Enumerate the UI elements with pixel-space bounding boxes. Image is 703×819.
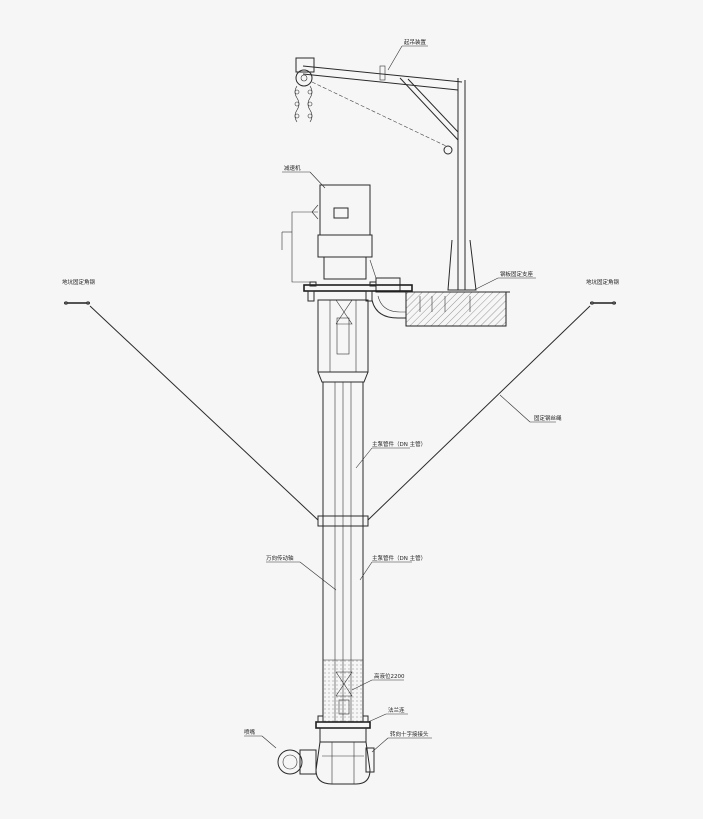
upper-housing — [317, 299, 369, 383]
label-support-base: 钢板固定支座 — [500, 270, 534, 278]
label-ground-anchor-right: 地坑固定角钢 — [586, 278, 620, 286]
label-bottom-assembly: 转向十字接接头 — [390, 730, 429, 738]
lower-section: 高液位2200 法兰连 转向十字接接头 喷嘴 — [244, 659, 432, 785]
label-motor: 减速机 — [284, 164, 301, 172]
label-hoist: 起吊装置 — [404, 38, 427, 46]
label-guy-wire: 固定钢丝绳 — [534, 414, 562, 422]
label-transmission-shaft: 万向传动轴 — [266, 554, 294, 562]
jib-crane: 起吊装置 — [294, 38, 477, 291]
label-water-level: 高液位2200 — [374, 672, 405, 680]
label-shaft-lower: 主泵管件（DN 主管） — [372, 554, 426, 562]
label-flange: 法兰连 — [388, 706, 405, 714]
motor-assembly: 减速机 — [281, 164, 401, 293]
label-shaft-upper: 主泵管件（DN 主管） — [372, 440, 426, 448]
guy-wires: 地坑固定角钢 地坑固定角钢 固定钢丝绳 — [62, 278, 620, 521]
label-nozzle: 喷嘴 — [244, 728, 256, 736]
concrete-support: 钢板固定支座 — [371, 270, 536, 327]
label-ground-anchor-left: 地坑固定角钢 — [62, 278, 96, 286]
